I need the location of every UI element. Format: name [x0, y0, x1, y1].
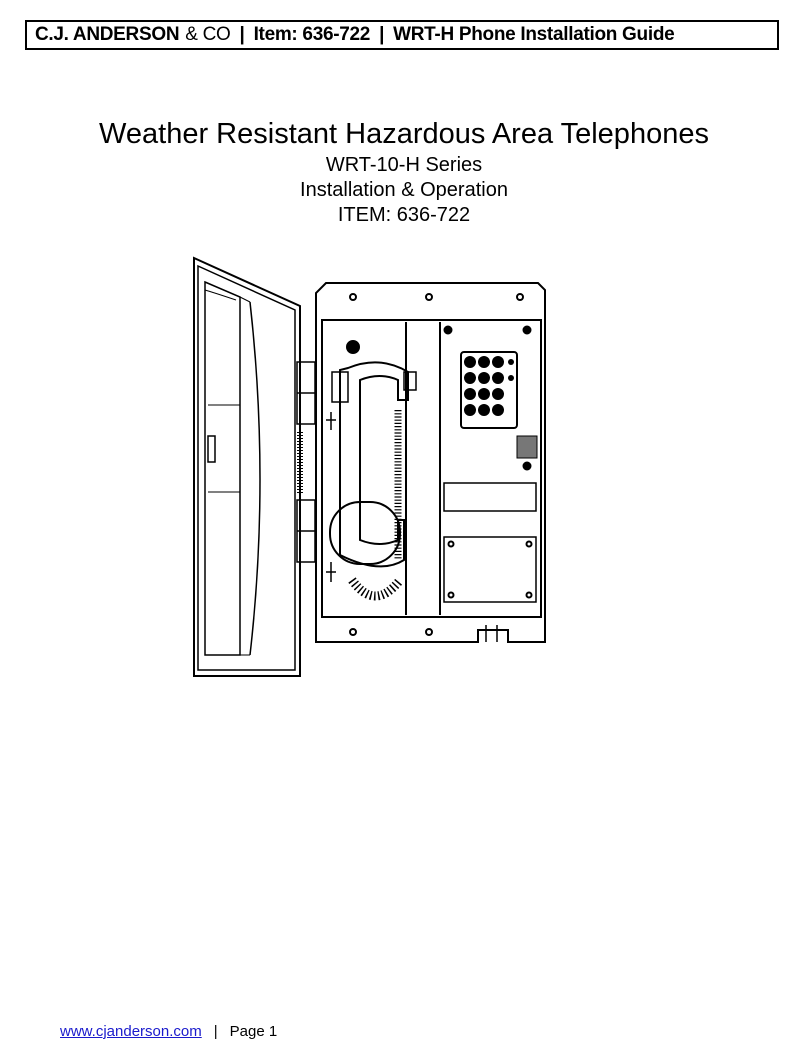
page-footer: www.cjanderson.com | Page 1	[60, 1023, 277, 1040]
company-suffix: & CO	[185, 24, 231, 45]
company-name: C.J. ANDERSON	[35, 24, 180, 45]
header-separator: |	[379, 24, 385, 45]
keypad	[443, 325, 538, 471]
telephone-illustration	[193, 256, 546, 677]
page-number: Page 1	[229, 1023, 278, 1040]
series-title: WRT-10-H Series	[325, 154, 483, 176]
title-block: Weather Resistant Hazardous Area Telepho…	[0, 115, 808, 228]
subtitle: Installation & Operation	[300, 179, 508, 201]
lower-panel	[443, 482, 537, 603]
page-title: Weather Resistant Hazardous Area Telepho…	[99, 118, 709, 150]
header-guide-title: WRT-H Phone Installation Guide	[393, 24, 675, 45]
header-item: Item: 636-722	[253, 24, 371, 45]
coiled-cord	[348, 410, 404, 601]
handset	[326, 340, 417, 582]
document-header: C.J. ANDERSON & CO | Item: 636-722 | WRT…	[25, 20, 779, 50]
website-link[interactable]: www.cjanderson.com	[60, 1023, 202, 1040]
open-door	[193, 256, 301, 677]
item-title: ITEM: 636-722	[337, 204, 471, 226]
footer-separator: |	[213, 1023, 218, 1040]
header-separator: |	[239, 24, 245, 45]
phone-housing	[315, 282, 546, 643]
